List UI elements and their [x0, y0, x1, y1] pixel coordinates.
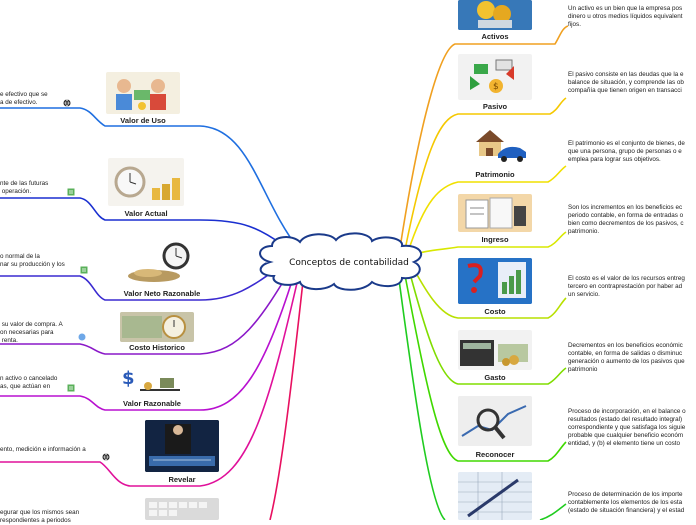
revelar-image	[145, 420, 219, 472]
node-desc-costo: El costo es el valor de los recursos ent…	[568, 275, 685, 298]
node-label-valor-razonable[interactable]: Valor Razonable	[123, 399, 181, 408]
branch-medir-2	[539, 503, 567, 520]
node-desc-revelar: ento, medición e información a	[0, 446, 86, 453]
node-desc-ingreso: Son los incrementos en los beneficios ec…	[568, 204, 684, 235]
node-desc-valor-de-uso: e efectivo que se a de efectivo.	[0, 91, 48, 106]
calculator-coins-icon	[460, 340, 528, 366]
costo-image	[458, 258, 532, 304]
presentar-image	[145, 498, 219, 520]
business-touchscreen-icon	[145, 420, 219, 472]
valor-actual-image	[108, 158, 184, 206]
node-label-valor-neto-razonable[interactable]: Valor Neto Razonable	[123, 289, 201, 298]
branch-ingreso	[409, 231, 567, 257]
node-label-revelar[interactable]: Revelar	[168, 475, 196, 484]
gasto-image	[458, 330, 532, 370]
coins-icon	[458, 0, 532, 30]
globe-icon[interactable]	[63, 94, 71, 107]
people-money-icon	[116, 79, 166, 110]
valor-razonable-image: $	[120, 366, 184, 398]
activos-image	[458, 0, 532, 30]
node-desc-costo-historico: su valor de compra. A on necesarias para…	[0, 321, 63, 344]
keyboard-icon	[145, 498, 219, 520]
node-label-pasivo[interactable]: Pasivo	[482, 102, 508, 111]
pasivo-image: $	[458, 54, 532, 100]
branch-revelar	[0, 269, 301, 487]
branch-reconocer	[403, 269, 567, 462]
documents-calculator-icon	[465, 197, 526, 229]
spreadsheet-pen-icon	[458, 472, 532, 520]
node-label-activos[interactable]: Activos	[481, 32, 509, 41]
note-icon[interactable]	[80, 261, 88, 274]
valor-de-uso-image	[106, 72, 180, 114]
branch-patrimonio	[407, 165, 567, 253]
svg-text:$: $	[493, 82, 499, 92]
branch-valor-de-uso	[0, 107, 299, 249]
branch-valor-actual	[0, 197, 295, 253]
branch-costo-historico	[0, 263, 295, 355]
central-topic-cloud[interactable]	[259, 232, 423, 291]
branch-pasivo	[404, 97, 567, 251]
node-desc-reconocer: Proceso de incorporación, en el balance …	[568, 408, 686, 447]
node-desc-medir: Proceso de determinación de los importe …	[568, 491, 685, 514]
node-label-patrimonio[interactable]: Patrimonio	[475, 170, 515, 179]
node-desc-presentar: egurar que los mismos sean respondientes…	[0, 509, 80, 524]
node-label-gasto[interactable]: Gasto	[484, 373, 506, 382]
cost-chart-icon	[458, 258, 532, 304]
node-desc-valor-actual: nte de las futuras operación.	[0, 180, 49, 195]
note-icon[interactable]	[67, 183, 75, 196]
node-label-valor-de-uso[interactable]: Valor de Uso	[120, 116, 166, 125]
svg-text:$: $	[122, 368, 135, 389]
branch-activos	[399, 25, 569, 249]
branch-medir	[397, 271, 446, 520]
valor-neto-razonable-image	[126, 238, 200, 284]
costo-historico-image	[120, 312, 194, 342]
bulb-icon[interactable]	[78, 328, 86, 341]
branch-gasto	[407, 265, 567, 385]
node-desc-activos: Un activo es un bien que la empresa pos …	[568, 5, 683, 28]
central-topic-title[interactable]: Conceptos de contabilidad	[289, 258, 409, 268]
node-desc-valor-neto-razonable: o normal de la nar su producción y los	[0, 253, 65, 268]
reconocer-image	[458, 396, 532, 446]
branch-presentar	[269, 271, 305, 520]
node-label-ingreso[interactable]: Ingreso	[481, 235, 509, 244]
node-label-costo-historico[interactable]: Costo Historico	[129, 343, 185, 352]
dollar-scale-icon: $	[122, 368, 180, 391]
branch-valor-razonable	[0, 267, 297, 411]
node-label-reconocer[interactable]: Reconocer	[475, 450, 515, 459]
house-car-icon	[476, 130, 526, 162]
branch-costo	[409, 261, 567, 319]
pocket-watch-money-icon	[120, 312, 194, 342]
magnifier-report-icon	[458, 396, 532, 446]
node-desc-valor-razonable: n activo o cancelado as, que actúan en	[0, 375, 58, 390]
node-desc-pasivo: El pasivo consiste en las deudas que la …	[568, 71, 684, 94]
node-desc-patrimonio: El patrimonio es el conjunto de bienes, …	[568, 140, 685, 163]
patrimonio-image	[466, 124, 530, 164]
medir-image	[458, 472, 532, 520]
ingreso-image	[458, 194, 532, 232]
node-desc-gasto: Decrementos en los beneficios económic c…	[568, 342, 685, 373]
alarm-clock-coins-icon	[128, 242, 190, 282]
node-label-valor-actual[interactable]: Valor Actual	[124, 209, 168, 218]
globe-icon[interactable]	[102, 448, 110, 461]
note-icon[interactable]	[67, 379, 75, 392]
node-label-costo[interactable]: Costo	[484, 307, 506, 316]
clock-coins-icon	[114, 166, 180, 200]
money-exchange-icon: $	[470, 59, 514, 93]
